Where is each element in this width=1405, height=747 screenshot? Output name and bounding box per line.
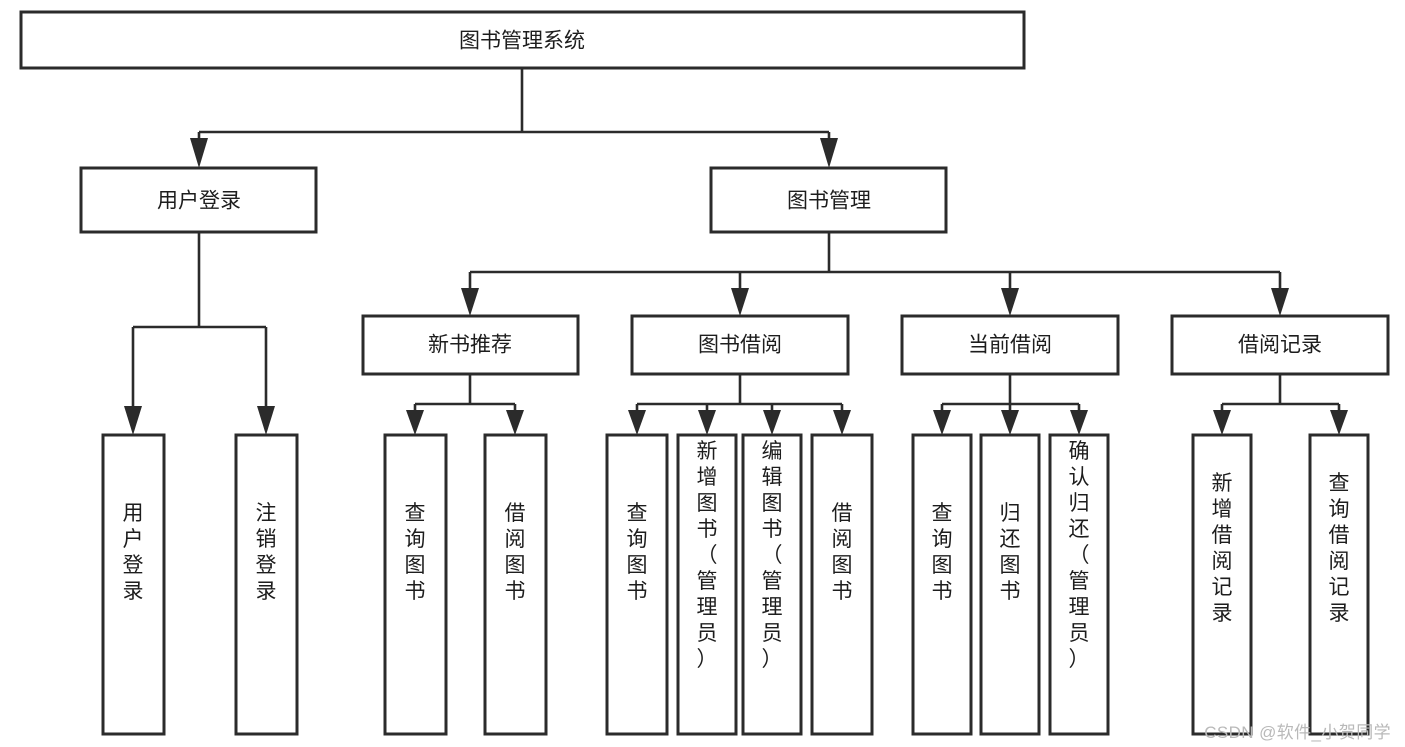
- leaf-bb-borrow-book-box[interactable]: [810, 433, 874, 736]
- node-new-book-recommend-label: 新书推荐: [428, 334, 512, 357]
- arrow-to-bb-add-book: [698, 410, 716, 435]
- leaf-bb-add-book-label: 新增图书（管理员）: [697, 440, 718, 671]
- leaf-cb-query-book[interactable]: 查询图书: [911, 433, 973, 736]
- node-current-borrow[interactable]: 当前借阅: [900, 314, 1120, 376]
- arrow-to-cb-query-book: [933, 410, 951, 435]
- leaf-cb-query-book-box[interactable]: [911, 433, 973, 736]
- leaf-br-add-record-label: 新增借阅记录: [1212, 472, 1233, 625]
- arrow-to-br-query-record: [1330, 410, 1348, 435]
- leaf-cb-return-book[interactable]: 归还图书: [979, 433, 1041, 736]
- leaf-cb-return-book-label: 归还图书: [1000, 502, 1021, 603]
- node-user-login[interactable]: 用户登录: [79, 166, 318, 234]
- leaf-logout[interactable]: 注销登录: [234, 433, 299, 736]
- leaf-logout-box[interactable]: [234, 433, 299, 736]
- node-book-borrow[interactable]: 图书借阅: [630, 314, 850, 376]
- node-root-box[interactable]: [19, 10, 1026, 70]
- node-book-borrow-box[interactable]: [630, 314, 850, 376]
- arrow-to-borrow-record: [1271, 288, 1289, 316]
- arrow-to-cb-return-book: [1001, 410, 1019, 435]
- leaf-br-add-record[interactable]: 新增借阅记录: [1191, 433, 1253, 736]
- leaf-bb-query-book-box[interactable]: [605, 433, 669, 736]
- node-book-borrow-label: 图书借阅: [698, 334, 782, 357]
- leaf-nb-query-book[interactable]: 查询图书: [383, 433, 448, 736]
- arrow-to-bb-edit-book: [763, 410, 781, 435]
- leaf-bb-edit-book[interactable]: 编辑图书（管理员）: [741, 433, 803, 736]
- arrow-to-new-book-rec: [461, 288, 479, 316]
- arrow-to-br-add-record: [1213, 410, 1231, 435]
- leaf-bb-add-book[interactable]: 新增图书（管理员）: [676, 433, 738, 736]
- leaf-bb-add-book-box[interactable]: [676, 433, 738, 736]
- arrow-to-nb-borrow-book: [506, 410, 524, 435]
- leaf-nb-borrow-book-box[interactable]: [483, 433, 548, 736]
- node-current-borrow-box[interactable]: [900, 314, 1120, 376]
- node-new-book-recommend-box[interactable]: [361, 314, 580, 376]
- arrow-to-leaf-logout: [257, 406, 275, 435]
- arrow-to-nb-query-book: [406, 410, 424, 435]
- node-user-login-label: 用户登录: [157, 190, 241, 213]
- node-new-book-recommend[interactable]: 新书推荐: [361, 314, 580, 376]
- leaf-nb-borrow-book[interactable]: 借阅图书: [483, 433, 548, 736]
- leaf-cb-query-book-label: 查询图书: [932, 502, 953, 603]
- leaf-br-query-record[interactable]: 查询借阅记录: [1308, 433, 1370, 736]
- arrow-to-current-borrow: [1001, 288, 1019, 316]
- leaf-br-query-record-label: 查询借阅记录: [1329, 472, 1350, 625]
- leaf-cb-confirm-return-box[interactable]: [1048, 433, 1110, 736]
- arrow-to-bb-query-book: [628, 410, 646, 435]
- leaf-cb-confirm-return-label: 确认归还（管理员）: [1069, 440, 1090, 671]
- leaf-user-login[interactable]: 用户登录: [101, 433, 166, 736]
- arrow-to-book-borrow: [731, 288, 749, 316]
- node-current-borrow-label: 当前借阅: [968, 334, 1052, 357]
- leaf-bb-borrow-book[interactable]: 借阅图书: [810, 433, 874, 736]
- leaf-cb-return-book-box[interactable]: [979, 433, 1041, 736]
- node-user-login-box[interactable]: [79, 166, 318, 234]
- arrow-to-bb-borrow-book: [833, 410, 851, 435]
- leaf-nb-query-book-box[interactable]: [383, 433, 448, 736]
- leaf-bb-edit-book-label: 编辑图书（管理员）: [762, 440, 783, 671]
- node-borrow-record[interactable]: 借阅记录: [1170, 314, 1390, 376]
- node-root-label: 图书管理系统: [459, 30, 585, 53]
- node-borrow-record-label: 借阅记录: [1238, 334, 1322, 357]
- leaf-user-login-box[interactable]: [101, 433, 166, 736]
- arrow-to-leaf-user-login: [124, 406, 142, 435]
- leaf-cb-confirm-return[interactable]: 确认归还（管理员）: [1048, 433, 1110, 736]
- arrow-to-user-login: [190, 138, 208, 168]
- node-book-management[interactable]: 图书管理: [709, 166, 948, 234]
- arrow-to-cb-confirm-return: [1070, 410, 1088, 435]
- leaf-br-query-record-box[interactable]: [1308, 433, 1370, 736]
- leaf-bb-query-book-label: 查询图书: [627, 502, 648, 603]
- leaf-bb-borrow-book-label: 借阅图书: [832, 502, 853, 603]
- csdn-watermark: CSDN @软件_小贺同学: [1204, 723, 1391, 742]
- leaf-bb-edit-book-box[interactable]: [741, 433, 803, 736]
- leaf-user-login-label: 用户登录: [123, 502, 144, 603]
- leaf-nb-borrow-book-label: 借阅图书: [505, 502, 526, 603]
- arrow-to-book-manage: [820, 138, 838, 168]
- edge-layer: [124, 68, 1348, 435]
- node-book-management-label: 图书管理: [787, 190, 871, 213]
- leaf-br-add-record-box[interactable]: [1191, 433, 1253, 736]
- leaf-logout-label: 注销登录: [256, 502, 277, 603]
- leaf-nb-query-book-label: 查询图书: [405, 502, 426, 603]
- node-root-system[interactable]: 图书管理系统: [19, 10, 1026, 70]
- leaf-bb-query-book[interactable]: 查询图书: [605, 433, 669, 736]
- node-book-management-box[interactable]: [709, 166, 948, 234]
- node-borrow-record-box[interactable]: [1170, 314, 1390, 376]
